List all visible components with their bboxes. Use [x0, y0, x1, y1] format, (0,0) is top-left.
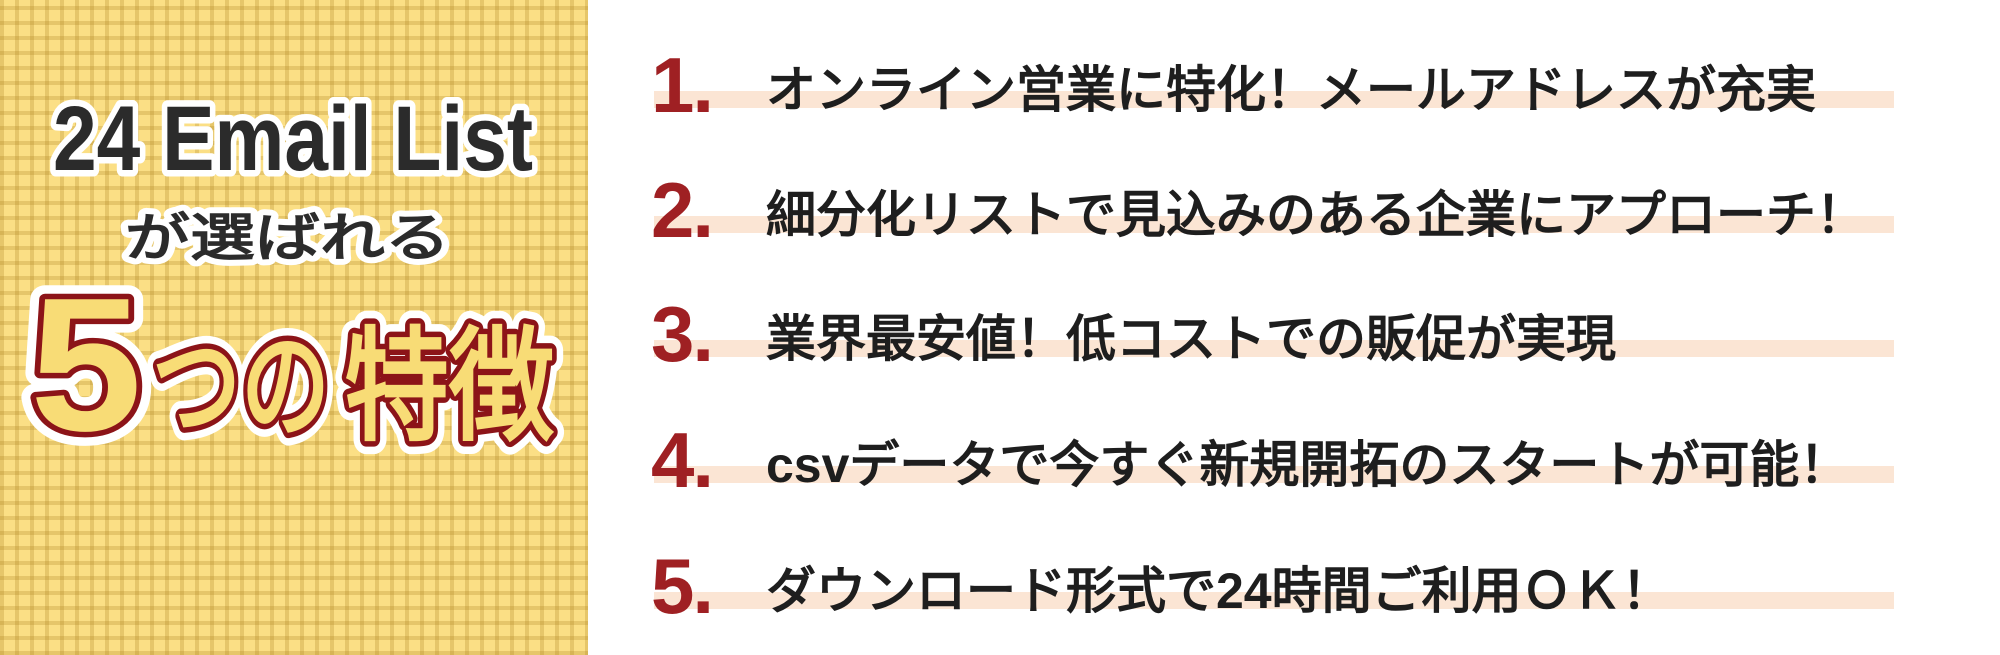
brand-subtitle: が選ばれる	[125, 210, 450, 268]
catch-copy: 5 つの 特徴	[25, 254, 561, 477]
catch-tsuno-halo: つの	[152, 321, 330, 452]
feature-underline	[654, 340, 1894, 357]
feature-text: 細分化リストで見込みのある企業にアプローチ！	[766, 187, 1866, 243]
feature-text: 業界最安値！低コストでの販促が実現	[766, 311, 1616, 367]
feature-row-4: 4. csvデータで今すぐ新規開拓のスタートが可能！	[588, 411, 2000, 499]
feature-row-1: 1. オンライン営業に特化！メールアドレスが充実	[588, 36, 2000, 124]
feature-underline	[654, 91, 1894, 108]
catch-tokucho-halo: 特徴	[344, 319, 555, 456]
feature-number: 2.	[651, 166, 714, 254]
catch-copy-halo: 5 つの 特徴	[16, 245, 568, 485]
feature-number: 3.	[651, 290, 714, 378]
catch-tokucho: 特徴	[344, 319, 555, 456]
feature-underline	[654, 592, 1894, 609]
feature-number: 5.	[651, 542, 714, 630]
catch-5: 5	[30, 259, 142, 471]
feature-row-3: 3. 業界最安値！低コストでの販促が実現	[588, 285, 2000, 373]
feature-text: ダウンロード形式で24時間ご利用ＯＫ！	[766, 563, 1672, 619]
feature-row-5: 5. ダウンロード形式で24時間ご利用ＯＫ！	[588, 537, 2000, 625]
feature-row-2: 2. 細分化リストで見込みのある企業にアプローチ！	[588, 161, 2000, 249]
feature-underline	[654, 216, 1894, 233]
feature-list: 1. オンライン営業に特化！メールアドレスが充実 2. 細分化リストで見込みのあ…	[588, 0, 2000, 655]
brand-title: 24 Email List	[53, 88, 533, 190]
left-panel-art: 24 Email List が選ばれる 5 つの 特徴 5 つの 特徴	[16, 82, 568, 486]
feature-text: オンライン営業に特化！メールアドレスが充実	[766, 62, 1816, 118]
left-gingham-panel: 24 Email List が選ばれる 5 つの 特徴 5 つの 特徴	[0, 0, 588, 655]
feature-underline	[654, 466, 1894, 483]
catch-tsuno: つの	[152, 321, 330, 452]
catch-5-halo: 5	[30, 259, 142, 471]
feature-text: csvデータで今すぐ新規開拓のスタートが可能！	[766, 437, 1850, 493]
feature-number: 4.	[651, 416, 714, 504]
feature-number: 1.	[651, 41, 714, 129]
